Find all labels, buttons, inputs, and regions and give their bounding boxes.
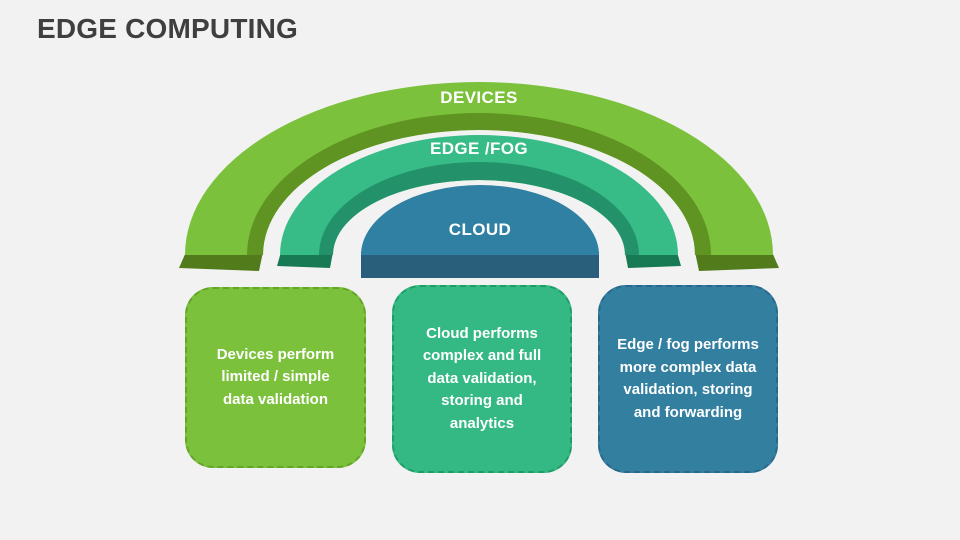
devices-arch-inner-shadow [247,113,711,255]
page-title: EDGE COMPUTING [37,13,299,44]
edge-fog-arch-foot-left [277,252,333,268]
devices-description-box: Devices perform limited / simple data va… [185,287,366,468]
devices-description-text: Devices perform limited / simple data va… [216,345,335,408]
cloud-description-box: Cloud performs complex and full data val… [392,285,572,473]
devices-arch-foot-left [179,252,263,271]
cloud-description-text: Cloud performs complex and full data val… [422,324,542,432]
edge-fog-description-text: Edge / fog performs more complex data va… [617,336,759,421]
devices-arch-foot-right [695,252,779,271]
cloud-arch-label: CLOUD [449,220,511,239]
devices-arch-label: DEVICES [440,88,517,107]
cloud-dome-base [361,252,599,278]
edge-fog-arch-inner-shadow [319,162,639,255]
edge-fog-arch [280,135,678,255]
edge-fog-arch-label: EDGE /FOG [430,139,528,158]
devices-arch [185,82,773,255]
cloud-dome [361,185,599,255]
edge-fog-arch-foot-right [625,252,681,268]
edge-fog-description-box: Edge / fog performs more complex data va… [598,285,778,473]
